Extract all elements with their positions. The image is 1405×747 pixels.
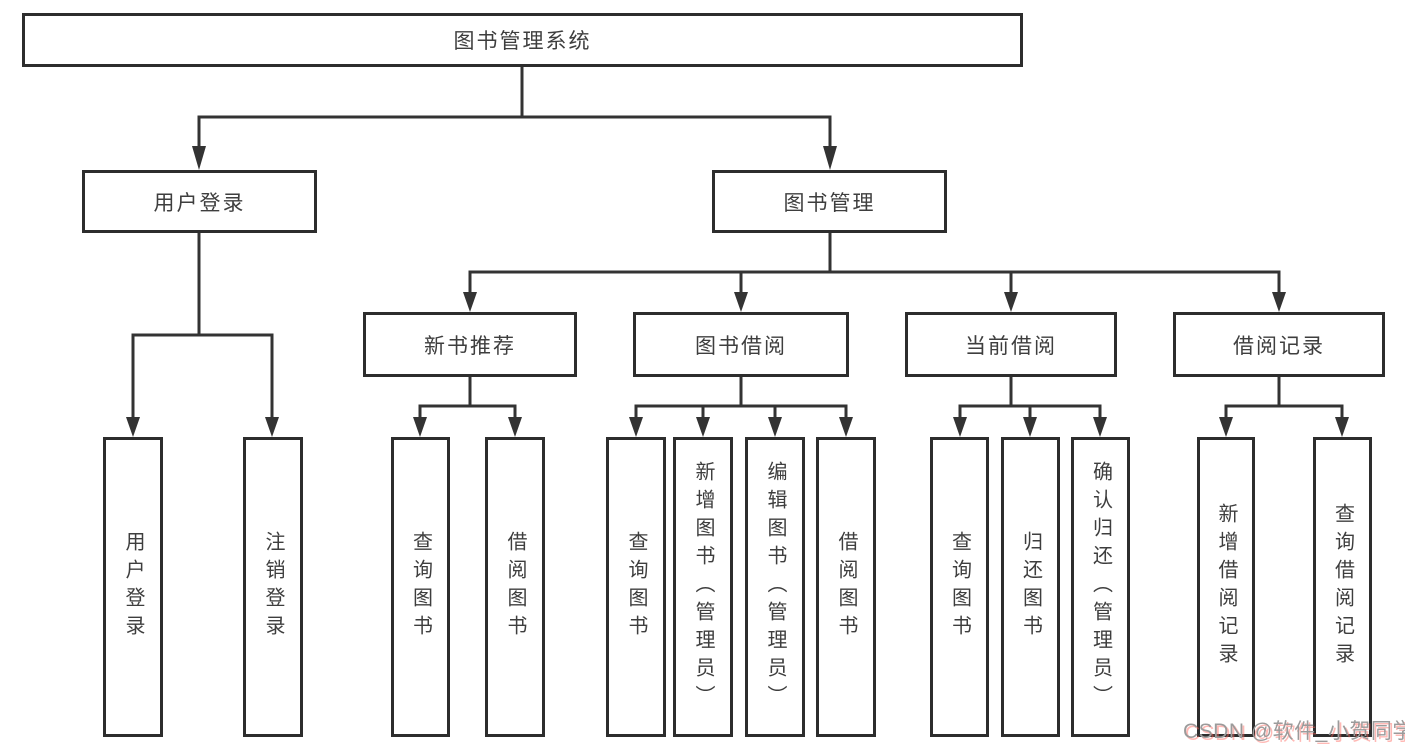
node-root-library-system: 图书管理系统 [22, 13, 1023, 67]
node-user-login: 用户登录 [82, 170, 317, 233]
node-current-borrow: 当前借阅 [905, 312, 1117, 377]
node-label: 查询借阅记录 [1331, 503, 1354, 671]
node-book-management: 图书管理 [712, 170, 947, 233]
leaf-query-books-current: 查询图书 [930, 437, 989, 737]
leaf-borrow-books-recommend: 借阅图书 [485, 437, 545, 737]
node-label: 新书推荐 [424, 334, 516, 358]
node-label: 注销登录 [262, 531, 284, 643]
node-label: 查询图书 [948, 531, 971, 643]
node-label: 图书借阅 [695, 334, 787, 358]
node-label: 归还图书 [1019, 531, 1042, 643]
node-borrow-records: 借阅记录 [1173, 312, 1385, 377]
leaf-add-borrow-record: 新增借阅记录 [1197, 437, 1255, 737]
node-new-book-recommend: 新书推荐 [363, 312, 577, 377]
leaf-query-borrow-record: 查询借阅记录 [1313, 437, 1372, 737]
node-label: 图书管理系统 [453, 30, 592, 53]
csdn-watermark: CSDN @软件_小贺同学 [1183, 720, 1405, 743]
node-label: 查询图书 [625, 531, 647, 643]
node-label: 用户登录 [153, 191, 246, 215]
leaf-borrow-books-borrow: 借阅图书 [816, 437, 876, 737]
node-label: 当前借阅 [965, 334, 1057, 358]
node-book-borrow: 图书借阅 [633, 312, 849, 377]
node-label: 新增图书（管理员） [692, 461, 714, 713]
leaf-return-book: 归还图书 [1001, 437, 1060, 737]
node-label: 确认归还（管理员） [1089, 461, 1112, 713]
leaf-logout: 注销登录 [243, 437, 303, 737]
leaf-confirm-return-admin: 确认归还（管理员） [1071, 437, 1130, 737]
node-label: 借阅图书 [835, 531, 857, 643]
leaf-add-book-admin: 新增图书（管理员） [673, 437, 733, 737]
node-label: 图书管理 [783, 191, 876, 215]
node-label: 查询图书 [409, 531, 432, 643]
leaf-query-books-borrow: 查询图书 [606, 437, 666, 737]
node-label: 用户登录 [122, 531, 144, 643]
leaf-query-books-recommend: 查询图书 [391, 437, 450, 737]
node-label: 借阅记录 [1233, 334, 1325, 358]
node-label: 新增借阅记录 [1215, 503, 1237, 671]
leaf-user-login: 用户登录 [103, 437, 163, 737]
node-label: 借阅图书 [504, 531, 526, 643]
node-label: 编辑图书（管理员） [764, 461, 786, 713]
leaf-edit-book-admin: 编辑图书（管理员） [745, 437, 805, 737]
